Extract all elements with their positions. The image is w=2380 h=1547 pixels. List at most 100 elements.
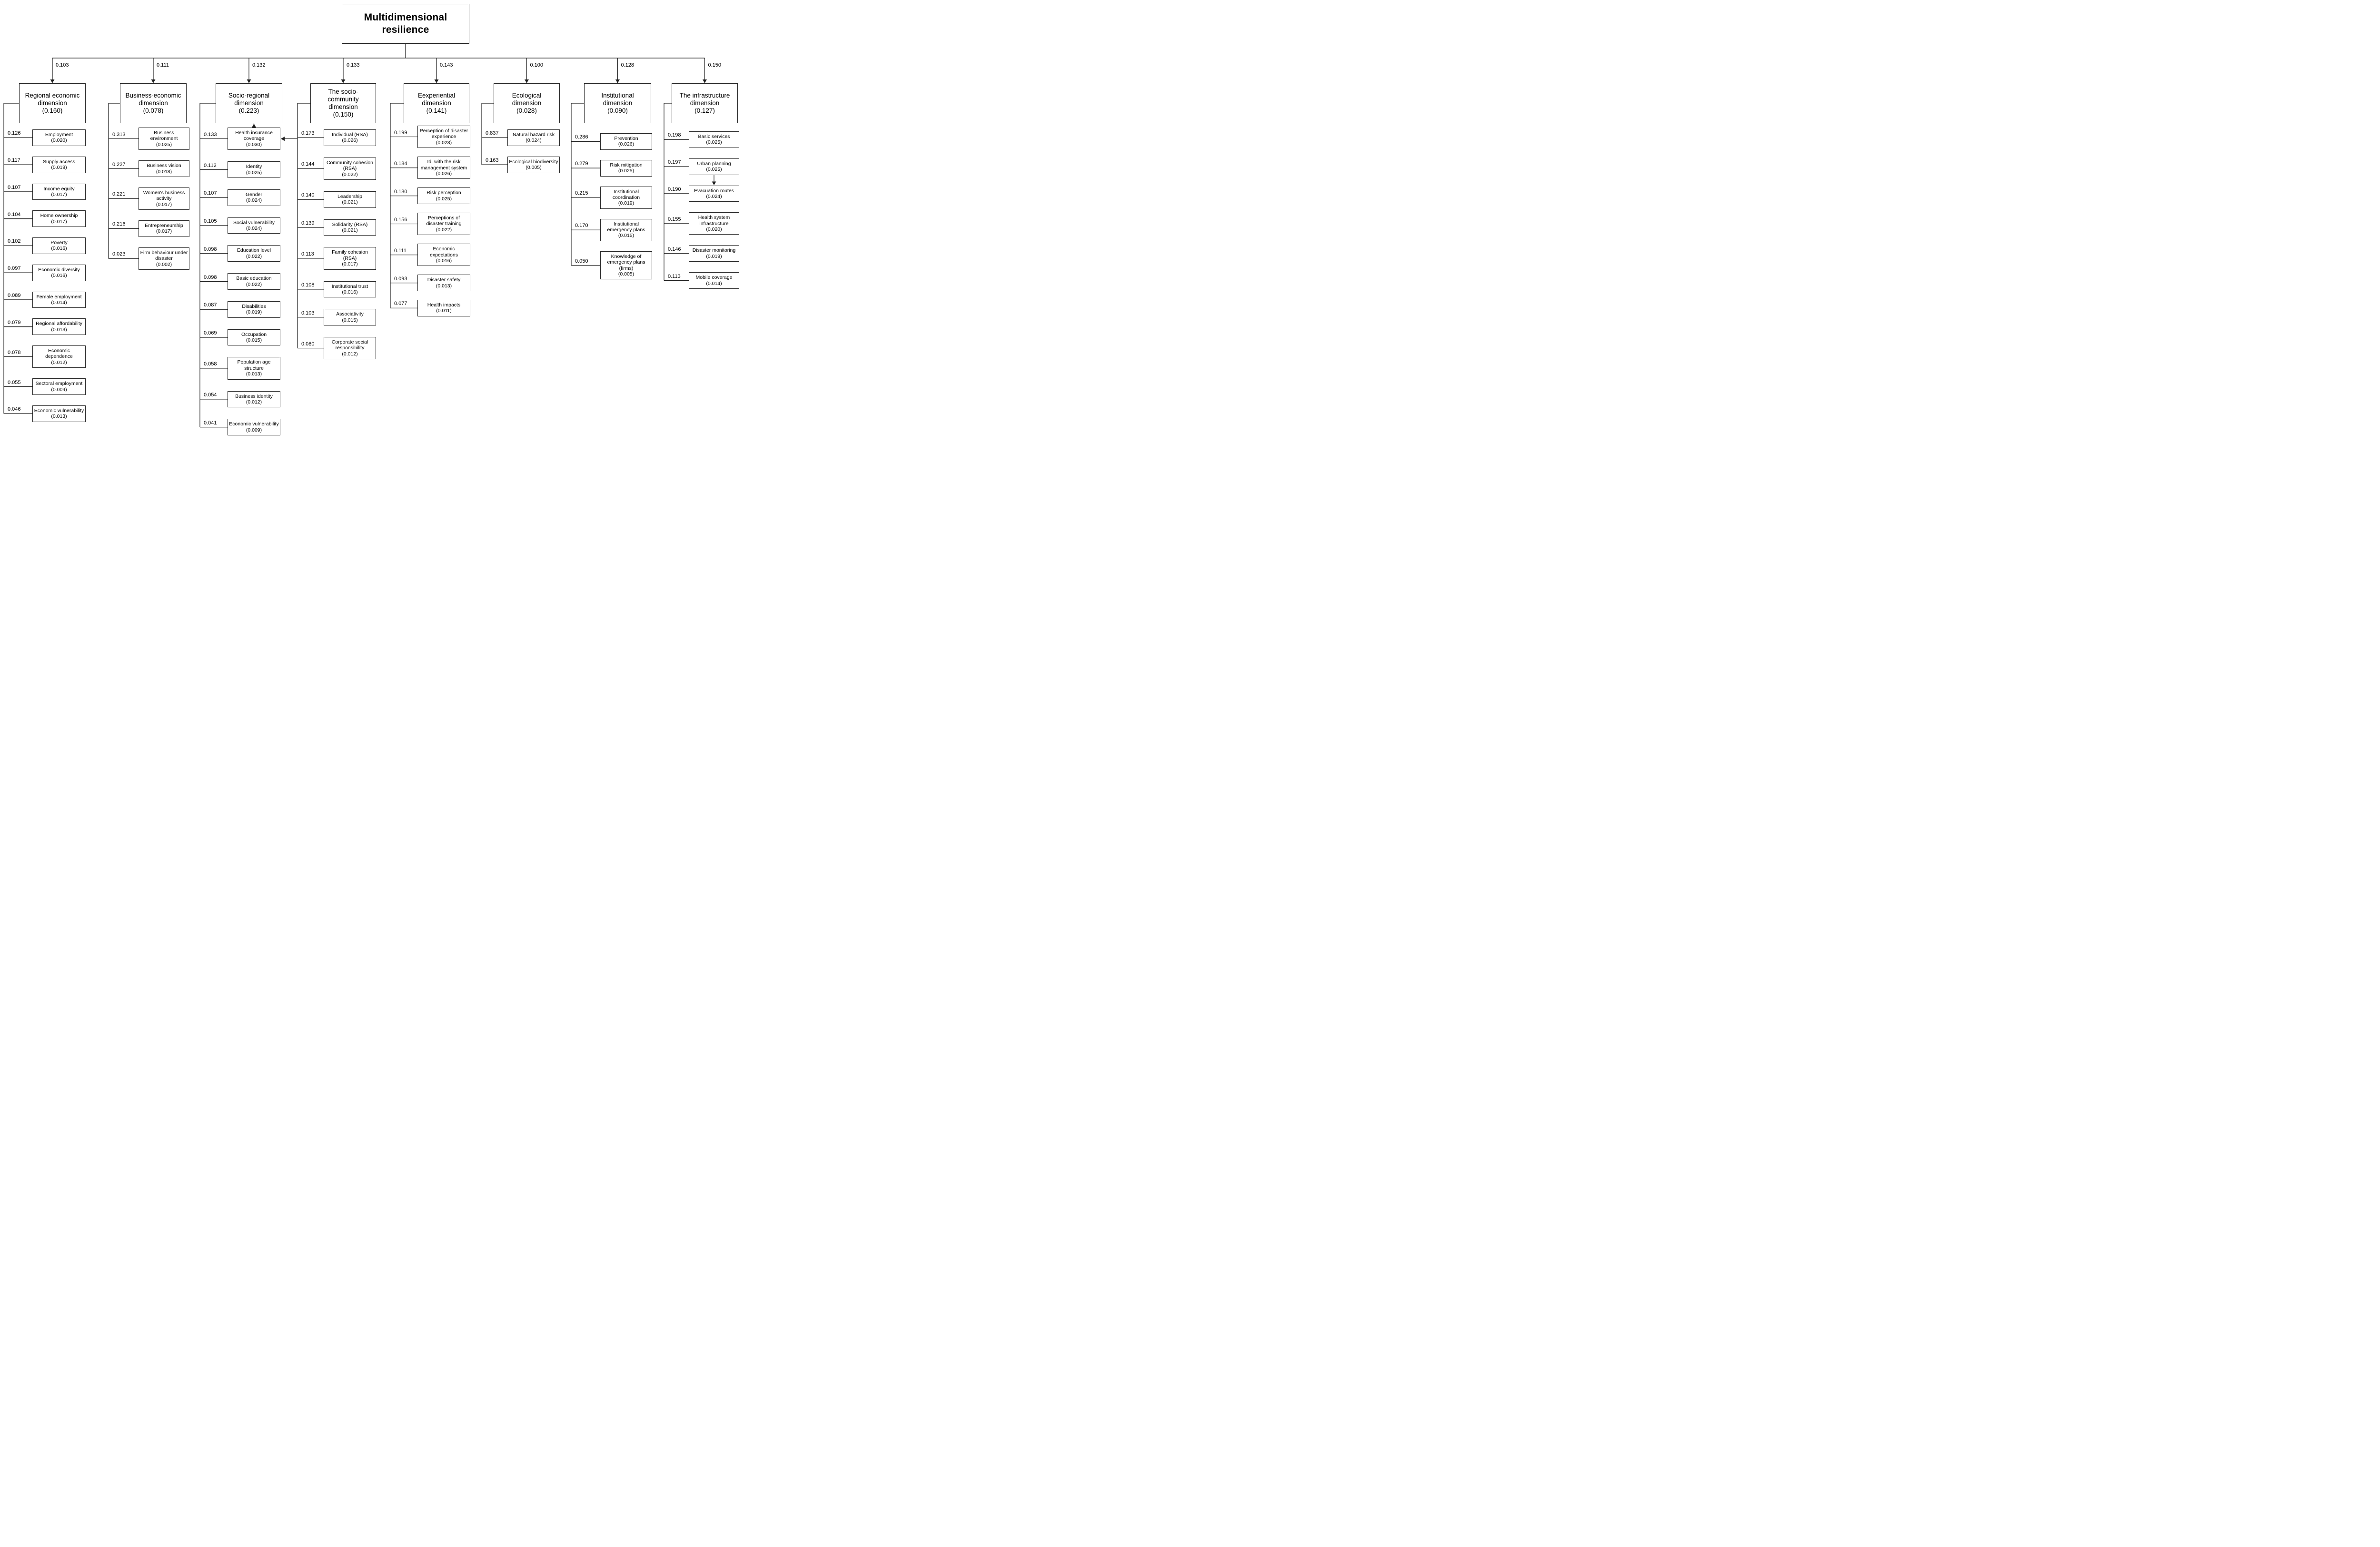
indicator-weight-value: (0.012) [246, 399, 262, 405]
indicator-node: Economic vulnerability(0.013) [32, 405, 86, 422]
indicator-branch-weight: 0.111 [394, 247, 407, 254]
indicator-branch-weight: 0.089 [8, 292, 21, 298]
indicator-name: Risk mitigation [610, 162, 643, 168]
indicator-branch-weight: 0.098 [204, 246, 217, 252]
indicator-name: Gender [245, 191, 263, 197]
indicator-node: Supply access(0.019) [32, 156, 86, 173]
down-arrowhead-icon [712, 181, 716, 185]
indicator-node: Family cohesion (RSA)(0.017) [324, 247, 376, 270]
indicator-column: Business environment(0.025)Business visi… [139, 128, 189, 280]
indicator-branch-weight: 0.041 [204, 420, 217, 426]
indicator-weight-value: (0.024) [246, 226, 262, 231]
indicator-weight-value: (0.024) [706, 193, 722, 199]
up-arrowhead-icon [252, 124, 256, 128]
indicator-name: Education level [237, 247, 271, 254]
indicator-node: Identity(0.025) [228, 161, 280, 178]
indicator-node: Health system infrastructure(0.020) [689, 212, 739, 235]
indicator-name: Health system infrastructure [698, 215, 730, 227]
dimension-node: Socio-regional dimension(0.223) [216, 83, 282, 123]
indicator-name: Business identity [235, 393, 273, 399]
indicator-node: Economic dependence(0.012) [32, 345, 86, 368]
indicator-branch-weight: 0.197 [668, 159, 681, 166]
indicator-name: Family cohesion (RSA) [332, 249, 368, 261]
indicator-name: Firm behaviour under disaster [140, 249, 188, 262]
indicator-name: Ecological biodiversity [509, 158, 558, 165]
indicator-node: Sectoral employment(0.009) [32, 378, 86, 395]
indicator-name: Female employment [36, 294, 82, 300]
dimension-name: Eexperiential dimension [417, 92, 456, 107]
indicator-column: Individual (RSA)(0.026)Community cohesio… [324, 129, 376, 371]
dimension-name: Socio-regional dimension [228, 92, 270, 107]
indicator-node: Education level(0.022) [228, 245, 280, 262]
dimension-node: The socio-community dimension(0.150) [310, 83, 376, 123]
indicator-name: Health insurance coverage [235, 130, 273, 142]
indicator-weight-value: (0.009) [51, 386, 67, 393]
indicator-name: Economic vulnerability [229, 421, 279, 427]
indicator-weight-value: (0.016) [342, 289, 358, 295]
indicator-branch-weight: 0.227 [112, 161, 126, 168]
indicator-branch-weight: 0.140 [301, 192, 315, 198]
indicator-weight-value: (0.020) [51, 138, 67, 144]
branch-weight-label: 0.103 [56, 62, 69, 68]
dimension-name: The socio-community dimension [327, 88, 359, 110]
branch-weight-label: 0.111 [157, 62, 169, 68]
indicator-name: Entrepreneurship [145, 223, 183, 228]
dimension-node: The infrastructure dimension(0.127) [672, 83, 738, 123]
indicator-node: Health impacts(0.011) [417, 300, 470, 316]
indicator-name: Basic services [698, 134, 730, 139]
indicator-node: Urban planning(0.025) [689, 158, 739, 175]
indicator-name: Economic vulnerability [34, 407, 84, 414]
dimension-node: Regional economic dimension(0.160) [19, 83, 86, 123]
indicator-node: Disabilities(0.019) [228, 301, 280, 318]
indicator-branch-weight: 0.080 [301, 341, 315, 347]
indicator-node: Institutional trust(0.016) [324, 281, 376, 298]
indicator-weight-value: (0.024) [246, 197, 262, 204]
indicator-node: Economic diversity(0.016) [32, 264, 86, 281]
dimension-weight-value: (0.028) [516, 107, 537, 114]
indicator-weight-value: (0.025) [706, 167, 722, 173]
indicator-weight-value: (0.013) [436, 283, 452, 289]
indicator-node: Knowledge of emergency plans (firms)(0.0… [600, 251, 652, 280]
indicator-weight-value: (0.009) [246, 427, 262, 433]
indicator-column: Prevention(0.026)Risk mitigation(0.025)I… [600, 133, 652, 289]
indicator-node: Institutional coordination(0.019) [600, 186, 652, 209]
indicator-column: Health insurance coverage(0.030)Identity… [228, 128, 280, 447]
indicator-node: Female employment(0.014) [32, 291, 86, 308]
indicator-column: Natural hazard risk(0.024)Ecological bio… [507, 129, 560, 184]
indicator-branch-weight: 0.107 [8, 184, 21, 190]
connector-lines [3, 44, 716, 428]
indicator-weight-value: (0.016) [51, 246, 67, 252]
indicator-branch-weight: 0.170 [575, 223, 588, 229]
indicator-branch-weight: 0.087 [204, 302, 217, 308]
branch-weight-label: 0.143 [440, 62, 453, 68]
indicator-branch-weight: 0.144 [301, 161, 315, 168]
indicator-name: Prevention [614, 136, 638, 141]
indicator-name: Perceptions of disaster training [426, 215, 462, 227]
indicator-node: Disaster safety(0.013) [417, 275, 470, 291]
indicator-branch-weight: 0.286 [575, 134, 588, 140]
indicator-column: Perception of disaster experience(0.028)… [417, 126, 470, 325]
dimension-node: Ecological dimension(0.028) [494, 83, 560, 123]
root-title: Multidimensional resilience [364, 12, 447, 35]
dimension-node: Business-economic dimension(0.078) [120, 83, 187, 123]
indicator-name: Health impacts [427, 302, 461, 308]
indicator-name: Sectoral employment [35, 381, 83, 387]
indicator-branch-weight: 0.079 [8, 319, 21, 325]
down-arrowhead-icon [151, 79, 156, 83]
indicator-branch-weight: 0.156 [394, 217, 407, 223]
indicator-weight-value: (0.015) [246, 337, 262, 343]
indicator-weight-value: (0.015) [342, 317, 358, 323]
indicator-node: Women's business activity(0.017) [139, 187, 189, 210]
indicator-weight-value: (0.013) [246, 371, 262, 377]
indicator-name: Disaster safety [427, 277, 461, 283]
dimension-node: Institutional dimension(0.090) [584, 83, 651, 123]
indicator-name: Mobile coverage [695, 275, 733, 281]
indicator-weight-value: (0.016) [436, 257, 452, 264]
indicator-node: Regional affordability(0.013) [32, 318, 86, 335]
indicator-weight-value: (0.025) [706, 139, 722, 146]
indicator-name: Poverty [50, 240, 68, 246]
indicator-name: Knowledge of emergency plans (firms) [607, 253, 645, 271]
indicator-weight-value: (0.017) [51, 218, 67, 225]
indicator-node: Risk perception(0.025) [417, 187, 470, 204]
indicator-name: Social vulnerability [233, 219, 275, 226]
